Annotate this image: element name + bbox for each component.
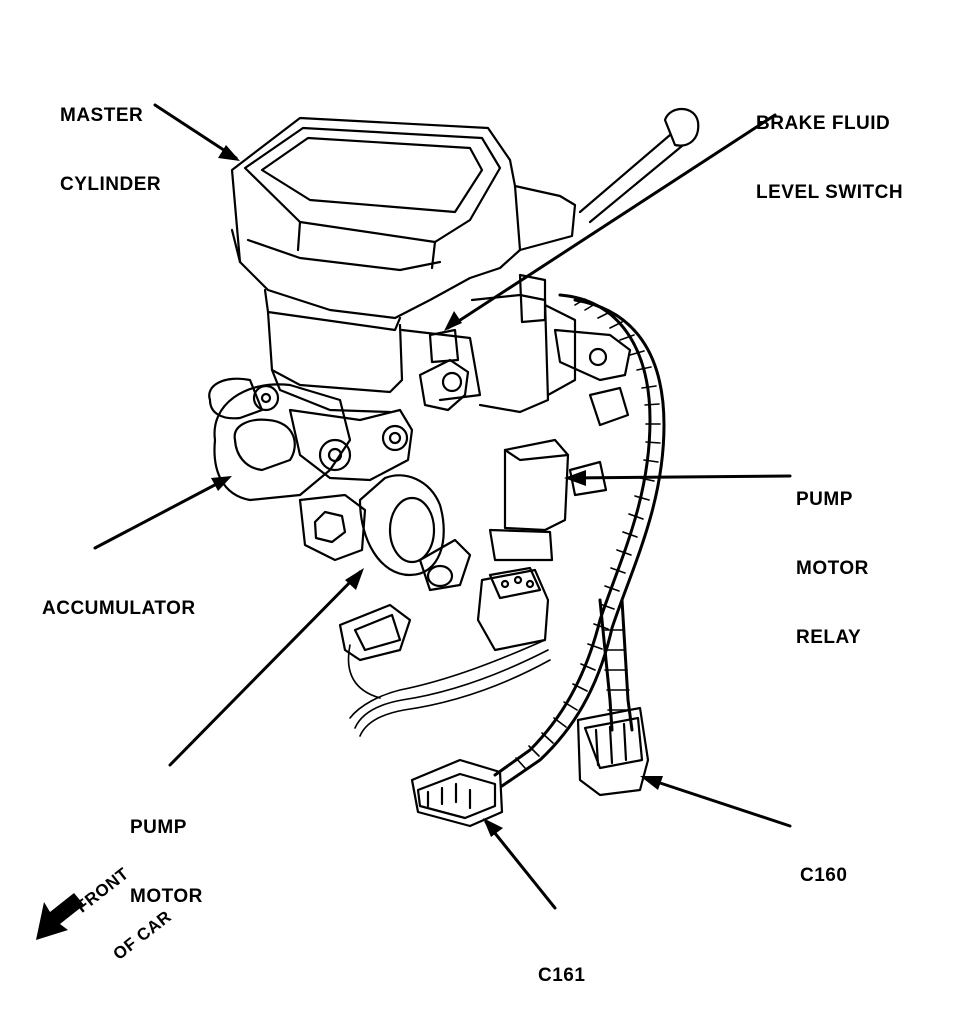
label-line: C160: [800, 865, 848, 886]
label-pump-motor: PUMP MOTOR: [130, 770, 203, 931]
wire-harness: [347, 293, 666, 788]
pump-connector: [338, 603, 412, 662]
assembly-drawing: [36, 103, 792, 940]
label-c161: C161: [538, 918, 585, 1010]
arrow-c161: [484, 820, 557, 910]
label-line: CYLINDER: [60, 174, 162, 195]
label-line: BRAKE FLUID: [756, 113, 891, 134]
arrow-master-cylinder: [153, 103, 238, 160]
label-line: FRONT: [72, 863, 133, 917]
label-line: C161: [538, 965, 586, 986]
label-line: PUMP: [130, 817, 187, 838]
label-master-cylinder: MASTER CYLINDER: [60, 58, 161, 219]
arrow-brake-fluid-level-switch: [446, 113, 777, 330]
leader-arrows: [93, 103, 792, 910]
master-cylinder-body: [266, 293, 577, 414]
arrow-accumulator: [93, 476, 230, 550]
pump-motor-drawing: [298, 474, 472, 592]
label-brake-fluid-level-switch: BRAKE FLUID LEVEL SWITCH: [756, 66, 903, 227]
label-line: ACCUMULATOR: [42, 598, 196, 619]
arrow-c160: [643, 776, 792, 828]
accumulator-drawing: [208, 377, 352, 502]
pump-motor-relay-drawing: [488, 438, 608, 562]
mounting-rod: [553, 107, 700, 427]
label-line: MOTOR: [796, 558, 869, 579]
label-accumulator: ACCUMULATOR: [42, 551, 196, 643]
label-c160: C160: [800, 818, 847, 910]
master-cylinder-reservoir: [230, 116, 577, 332]
label-pump-motor-relay: PUMP MOTOR RELAY: [796, 442, 869, 672]
label-line: PUMP: [796, 489, 853, 510]
label-line: LEVEL SWITCH: [756, 182, 904, 203]
c161-connector: [410, 758, 504, 828]
label-line: MASTER: [60, 105, 144, 126]
arrowheads: [211, 145, 663, 837]
diagram: MASTER CYLINDER BRAKE FLUID LEVEL SWITCH…: [36, 58, 903, 986]
c160-connector: [576, 706, 650, 797]
arrow-pump-motor: [168, 570, 362, 767]
front-of-car-arrow: [36, 893, 84, 940]
relay-connector: [476, 566, 550, 652]
arrow-pump-motor-relay: [566, 474, 792, 480]
label-line: MOTOR: [130, 886, 203, 907]
label-line: RELAY: [796, 627, 862, 648]
valve-body: [288, 273, 547, 482]
